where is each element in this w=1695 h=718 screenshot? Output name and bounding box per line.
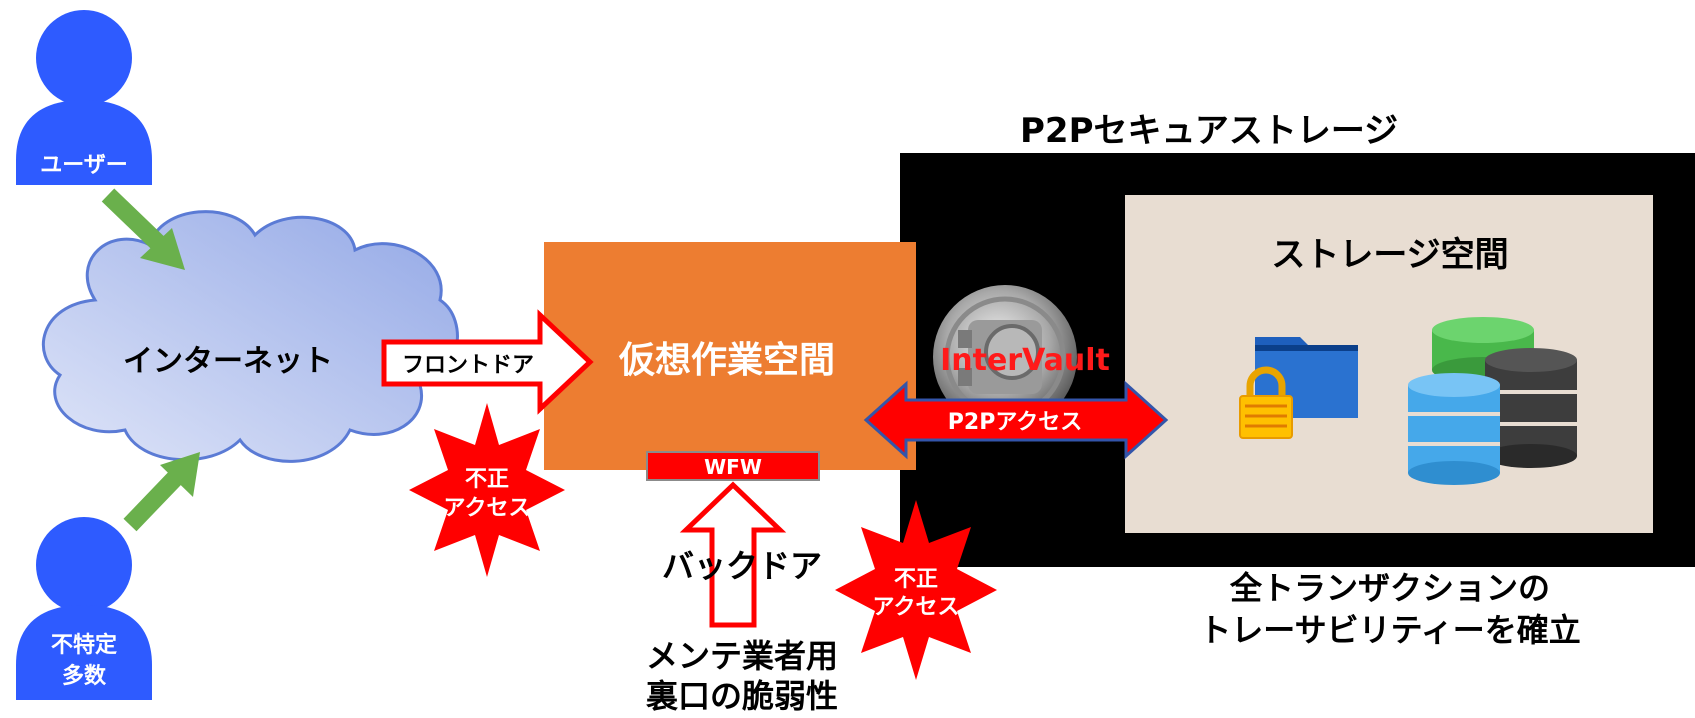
user-to-internet-arrow (101, 188, 185, 270)
unspecified-to-internet-arrow (123, 452, 200, 532)
wfw-label: WFW (704, 455, 762, 479)
p2p-access-label: P2Pアクセス (948, 410, 1082, 435)
unauthorized-right-line1: 不正 (894, 567, 938, 592)
database-blue-icon (1408, 373, 1500, 485)
padlock-icon (1239, 366, 1293, 439)
unauthorized-star-right (835, 500, 997, 680)
database-dark-icon (1485, 348, 1577, 468)
back-door-arrow (679, 481, 787, 628)
maint-vulnerability-line1: メンテ業者用 (646, 637, 838, 675)
maint-vulnerability-line2: 裏口の脆弱性 (646, 677, 838, 715)
wfw-bar (646, 451, 820, 481)
traceability-line2: トレーサビリティーを確立 (1199, 611, 1580, 649)
internet-label: インターネット (123, 344, 333, 379)
p2p-access-arrow (863, 380, 1169, 460)
unspecified-label-line2: 多数 (62, 663, 107, 689)
unauthorized-left-line2: アクセス (444, 496, 531, 521)
user-label: ユーザー (40, 153, 128, 178)
front-door-label: フロントドア (402, 353, 534, 378)
back-door-label: バックドア (662, 547, 822, 585)
traceability-line1: 全トランザクションの (1229, 569, 1550, 607)
user-person-icon (16, 10, 152, 185)
unauthorized-right-line2: アクセス (873, 595, 960, 620)
unspecified-person-icon (16, 517, 152, 700)
intervault-label: InterVault (940, 343, 1110, 378)
internet-cloud (42, 210, 459, 463)
p2p-storage-title: P2Pセキュアストレージ (1020, 111, 1398, 151)
virtual-workspace-label: 仮想作業空間 (618, 340, 835, 381)
unspecified-label-line1: 不特定 (51, 632, 117, 658)
storage-space-title: ストレージ空間 (1271, 235, 1508, 275)
front-door-arrow (381, 309, 594, 415)
locked-folder-icon (1239, 335, 1358, 439)
unauthorized-star-left (409, 403, 565, 577)
virtual-workspace-box (544, 242, 916, 470)
unauthorized-left-line1: 不正 (465, 467, 509, 492)
